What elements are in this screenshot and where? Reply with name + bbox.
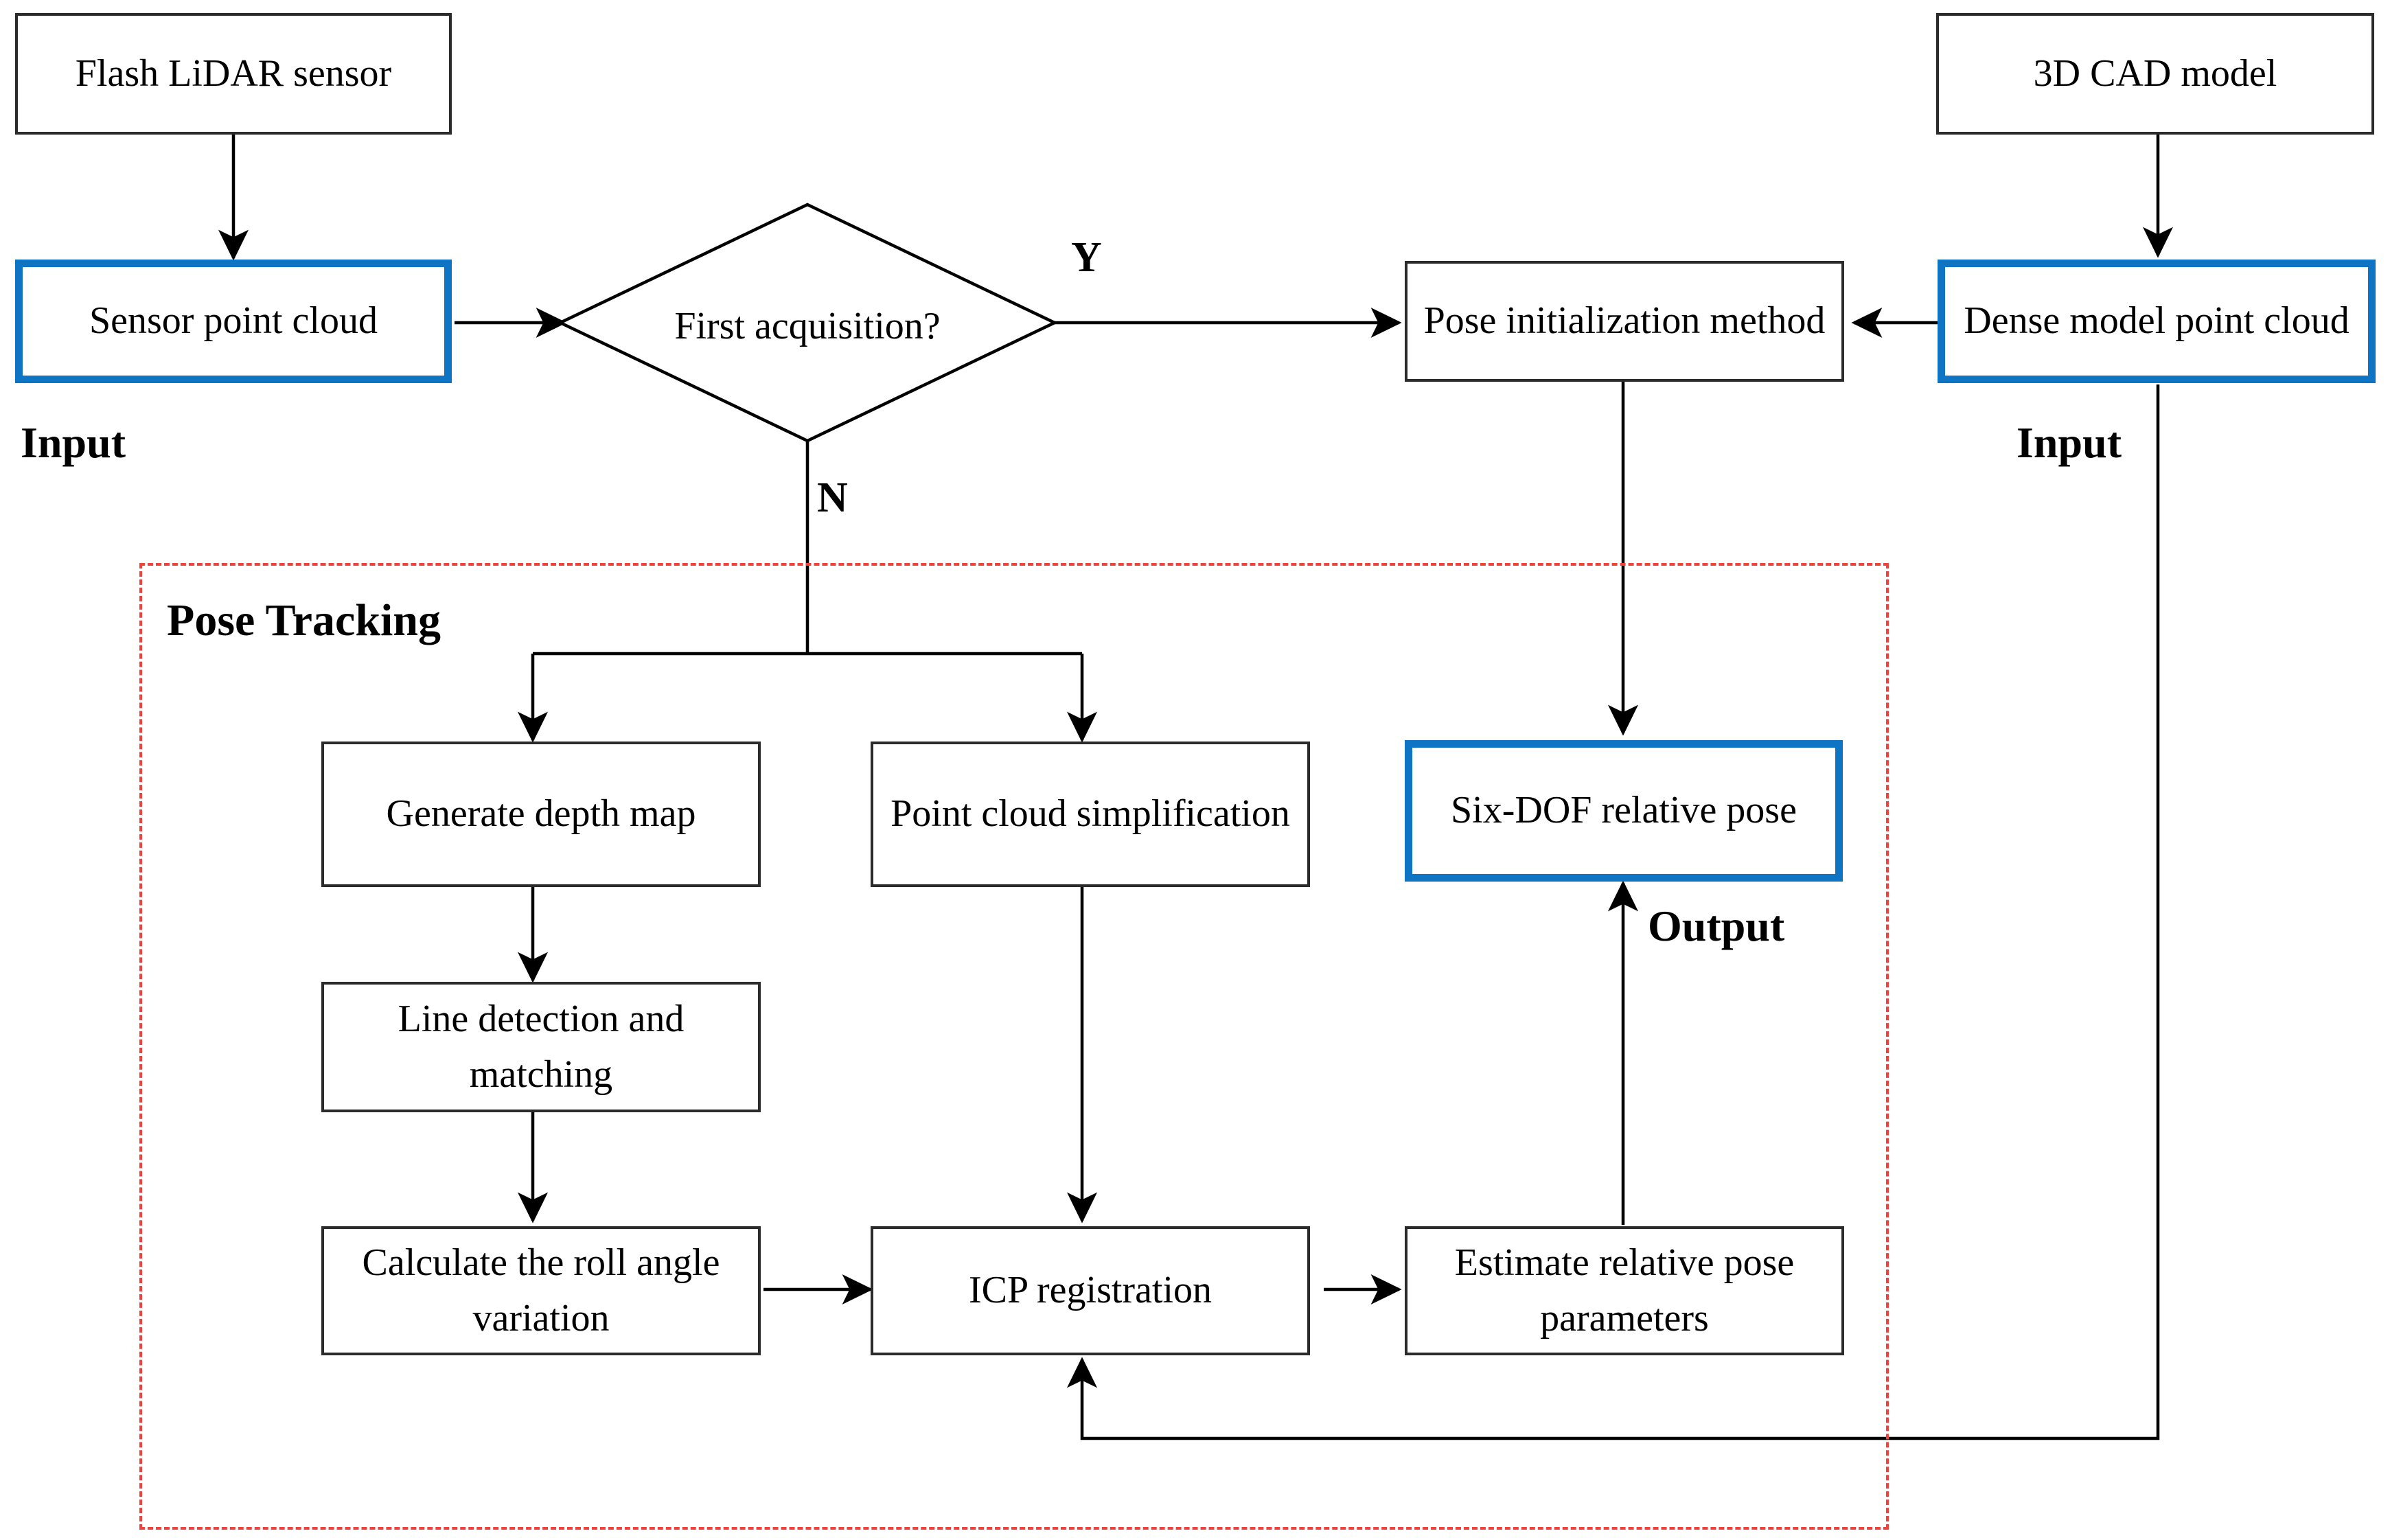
node-3d-cad-model-label: 3D CAD model [2033,51,2277,95]
node-six-dof-relative-pose-label: Six-DOF relative pose [1451,789,1797,832]
decision-diamond-shape [556,203,1059,443]
node-icp-registration-label: ICP registration [968,1269,1213,1312]
node-estimate-relative-pose-parameters[interactable]: Estimate relative pose parameters [1405,1226,1844,1355]
node-icp-registration[interactable]: ICP registration [871,1226,1310,1355]
node-flash-lidar-sensor[interactable]: Flash LiDAR sensor [15,13,452,135]
node-dense-model-point-cloud-label: Dense model point cloud [1964,299,2349,343]
label-input-left: Input [21,418,126,467]
label-input-right: Input [2016,418,2122,467]
node-generate-depth-map-label: Generate depth map [386,792,696,836]
label-output: Output [1648,901,1785,950]
node-calculate-roll-angle-variation-label: Calculate the roll angle variation [362,1241,720,1340]
node-generate-depth-map[interactable]: Generate depth map [321,742,761,887]
node-point-cloud-simplification-label: Point cloud simplification [890,792,1290,836]
label-pose-tracking-group: Pose Tracking [167,595,441,645]
node-sensor-point-cloud[interactable]: Sensor point cloud [15,260,452,383]
node-line-detection-and-matching[interactable]: Line detection and matching [321,982,761,1112]
node-estimate-relative-pose-parameters-label: Estimate relative pose parameters [1454,1241,1795,1340]
node-point-cloud-simplification[interactable]: Point cloud simplification [871,742,1310,887]
node-3d-cad-model[interactable]: 3D CAD model [1936,13,2374,135]
node-dense-model-point-cloud[interactable]: Dense model point cloud [1938,260,2376,383]
node-sensor-point-cloud-label: Sensor point cloud [89,299,378,343]
node-calculate-roll-angle-variation[interactable]: Calculate the roll angle variation [321,1226,761,1355]
node-line-detection-and-matching-label: Line detection and matching [398,997,685,1096]
edge-feedback-loop [1066,384,2160,1440]
node-six-dof-relative-pose[interactable]: Six-DOF relative pose [1405,740,1843,882]
label-branch-yes: Y [1071,234,1102,281]
node-flash-lidar-sensor-label: Flash LiDAR sensor [75,51,392,95]
node-pose-initialization-method[interactable]: Pose initialization method [1405,261,1844,382]
node-pose-initialization-method-label: Pose initialization method [1423,299,1826,343]
pose-tracking-group-frame [139,563,1889,1530]
label-branch-no: N [817,474,848,521]
